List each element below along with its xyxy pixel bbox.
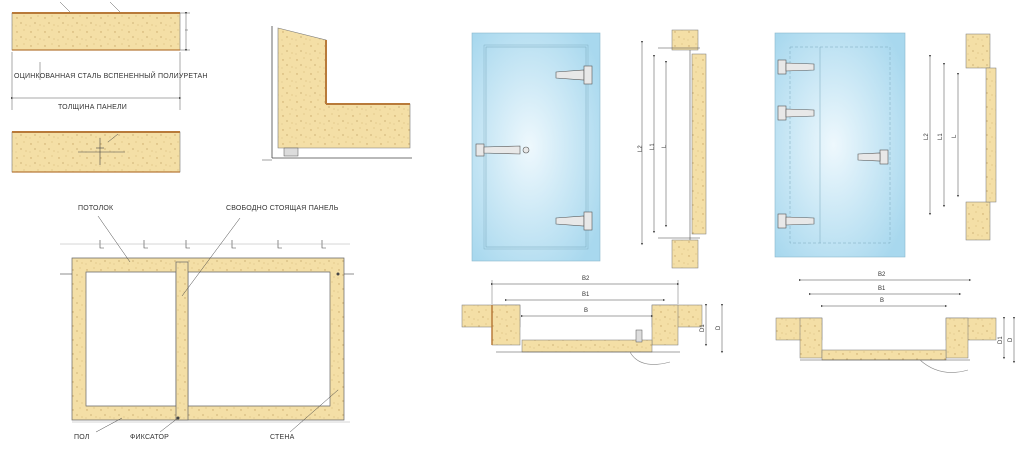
door2-dim-l1: L1 bbox=[938, 133, 944, 140]
room-plan bbox=[60, 215, 354, 433]
door2-dim-d1: D1 bbox=[998, 336, 1004, 344]
door1-dim-l1: L1 bbox=[650, 143, 656, 150]
door1-front bbox=[471, 32, 601, 262]
panel-section-top bbox=[10, 1, 190, 110]
door1-dim-b: B bbox=[584, 308, 589, 314]
door1-plan bbox=[461, 280, 724, 365]
label-ceiling: ПОТОЛОК bbox=[78, 205, 114, 212]
door1-dim-b2: B2 bbox=[582, 276, 590, 282]
door2-dim-b1: B1 bbox=[878, 286, 886, 292]
door2-dim-l2: L2 bbox=[924, 133, 930, 140]
corner-section bbox=[262, 26, 412, 161]
door2-dim-b2: B2 bbox=[878, 272, 886, 278]
door1-dim-b1: B1 bbox=[582, 292, 590, 298]
door2-front bbox=[774, 32, 906, 258]
door2-plan bbox=[775, 278, 1016, 373]
door2-dim-l: L bbox=[952, 134, 958, 138]
label-fixator: ФИКСАТОР bbox=[130, 434, 170, 441]
door2-side bbox=[928, 33, 997, 241]
door1-dim-d: D bbox=[716, 325, 722, 330]
door1-dim-l2: L2 bbox=[638, 145, 644, 152]
label-floor: ПОЛ bbox=[74, 434, 90, 441]
panel-section-joint bbox=[11, 131, 181, 173]
label-panel-thickness: ТОЛЩИНА ПАНЕЛИ bbox=[58, 104, 128, 111]
door2-dim-d: D bbox=[1008, 337, 1014, 342]
door2-dim-b: B bbox=[880, 298, 885, 304]
label-steel-foam: ОЦИНКОВАННАЯ СТАЛЬ ВСПЕНЕННЫЙ ПОЛИУРЕТАН bbox=[14, 73, 208, 80]
door1-side bbox=[640, 29, 707, 269]
door1-dim-d1: D1 bbox=[700, 324, 706, 332]
door1-dim-l: L bbox=[662, 144, 668, 148]
label-free-standing-panel: СВОБОДНО СТОЯЩАЯ ПАНЕЛЬ bbox=[226, 205, 339, 212]
label-wall: СТЕНА bbox=[270, 434, 295, 441]
